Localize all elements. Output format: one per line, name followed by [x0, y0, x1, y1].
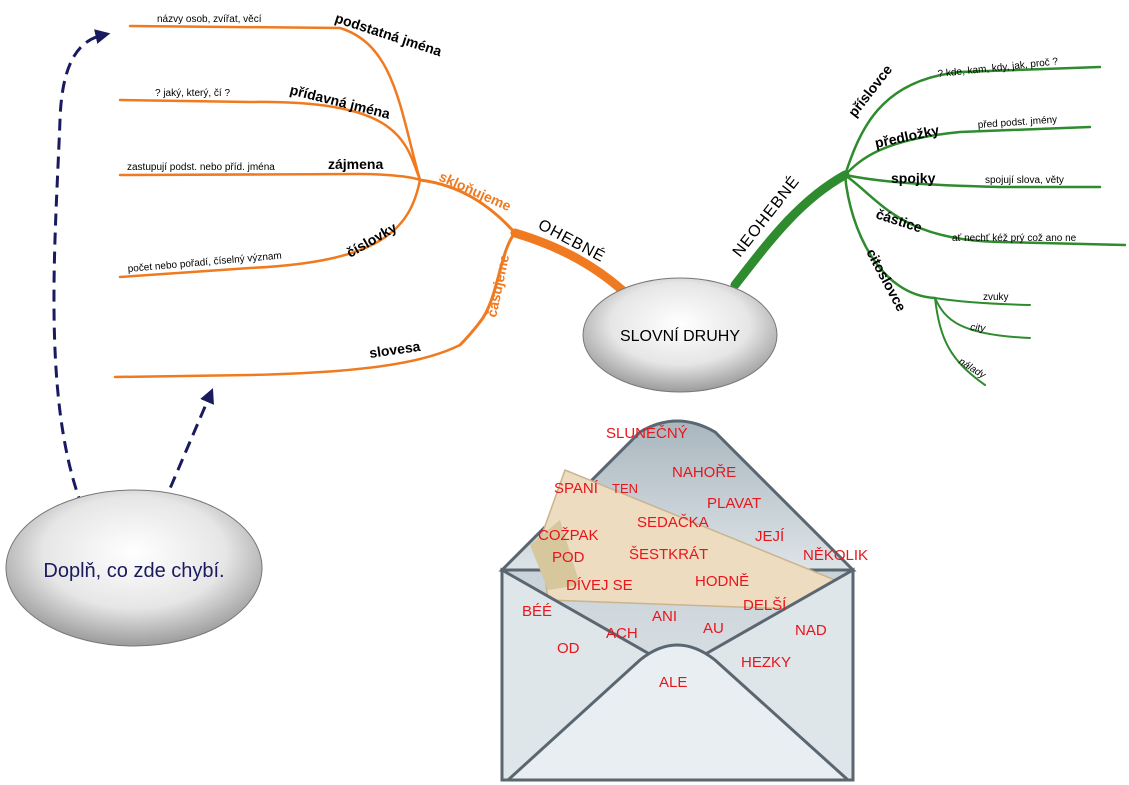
label-cislovky: číslovky: [344, 219, 400, 261]
word: HEZKY: [741, 654, 791, 671]
branch-cislovky: [118, 178, 422, 279]
word: SEDAČKA: [637, 514, 709, 531]
label-pridavna-jmena: přídavná jména: [288, 81, 392, 121]
arrows: [52, 29, 214, 541]
center-label: SLOVNÍ DRUHY: [620, 326, 740, 345]
desc-nalady: nálady: [956, 356, 988, 381]
label-podstatna-jmena: podstatná jména: [333, 10, 444, 60]
label-spojky: spojky: [891, 170, 936, 186]
word: AU: [703, 620, 724, 637]
branch-citoslovce: [843, 173, 937, 300]
word: COŽPAK: [538, 527, 599, 544]
branch-pridavna: [118, 98, 422, 182]
label-slovesa: slovesa: [368, 338, 421, 361]
task-label: Doplň, co zde chybí.: [43, 560, 224, 582]
envelope-bottom-flap: [504, 643, 852, 782]
word: POD: [552, 549, 585, 566]
word: TEN: [612, 481, 638, 496]
envelope-words: SLUNEČNÝ NAHOŘE SPANÍ TEN PLAVAT SEDAČKA…: [522, 425, 868, 691]
label-citoslovce: citoslovce: [863, 246, 909, 314]
branch-zajmena: [118, 172, 422, 182]
desc-spojky: spojují slova, věty: [985, 175, 1064, 186]
word: BÉÉ: [522, 603, 552, 620]
envelope: [498, 419, 857, 782]
sklonujeme-branch: [418, 178, 517, 235]
ohebne-trunk: [510, 228, 627, 295]
word: NĚKOLIK: [803, 547, 868, 564]
label-predlozky: předložky: [873, 122, 940, 151]
letter-edge: [530, 520, 580, 590]
word: SPANÍ: [554, 480, 599, 497]
ohebne-branches: [113, 24, 627, 379]
desc-zvuky: zvuky: [983, 292, 1009, 303]
branch-castice: [843, 173, 1127, 247]
task-node: Doplň, co zde chybí.: [5, 489, 263, 647]
word: ACH: [606, 625, 638, 642]
desc-zajmena: zastupují podst. nebo příd. jména: [127, 162, 275, 173]
desc-pridavna-jmena: ? jaký, který, čí ?: [155, 88, 230, 99]
desc-podstatna-jmena: názvy osob, zvířat, věcí: [157, 14, 262, 25]
word: SLUNEČNÝ: [606, 425, 688, 442]
branch-slovesa: [113, 343, 462, 379]
word: PLAVAT: [707, 495, 761, 512]
arrow-up-left-loop: [52, 29, 111, 526]
word: ŠESTKRÁT: [629, 546, 708, 563]
word: NAHOŘE: [672, 464, 736, 481]
branch-zvuky: [934, 297, 1031, 306]
word: JEJÍ: [755, 528, 785, 545]
center-node: SLOVNÍ DRUHY: [582, 277, 778, 393]
branch-nalady: [934, 297, 986, 386]
word: ALE: [659, 674, 687, 691]
label-prislovce: příslovce: [845, 61, 896, 119]
word: ANI: [652, 608, 677, 625]
word: HODNĚ: [695, 573, 749, 590]
label-zajmena: zájmena: [328, 156, 383, 172]
branch-prislovce: [843, 65, 1102, 177]
label-castice: částice: [874, 206, 924, 236]
branch-predlozky: [843, 125, 1092, 177]
desc-prislovce: ? kde, kam, kdy, jak, proč ?: [937, 56, 1059, 80]
word: DELŠÍ: [743, 597, 787, 614]
neohebne-trunk: [730, 170, 850, 290]
word: NAD: [795, 622, 827, 639]
desc-castice: ať nechť kéž prý což ano ne: [952, 233, 1077, 244]
word: OD: [557, 640, 580, 657]
desc-city: city: [970, 322, 987, 335]
branch-city: [934, 297, 1031, 339]
sklonujeme-label: skloňujeme: [437, 168, 514, 214]
word: DÍVEJ SE: [566, 577, 633, 594]
casujeme-label: časujeme: [483, 253, 512, 319]
branch-podstatna: [128, 24, 422, 182]
neohebne-branches: [730, 65, 1127, 386]
branch-spojky: [843, 173, 1102, 189]
casujeme-branch: [458, 231, 517, 347]
